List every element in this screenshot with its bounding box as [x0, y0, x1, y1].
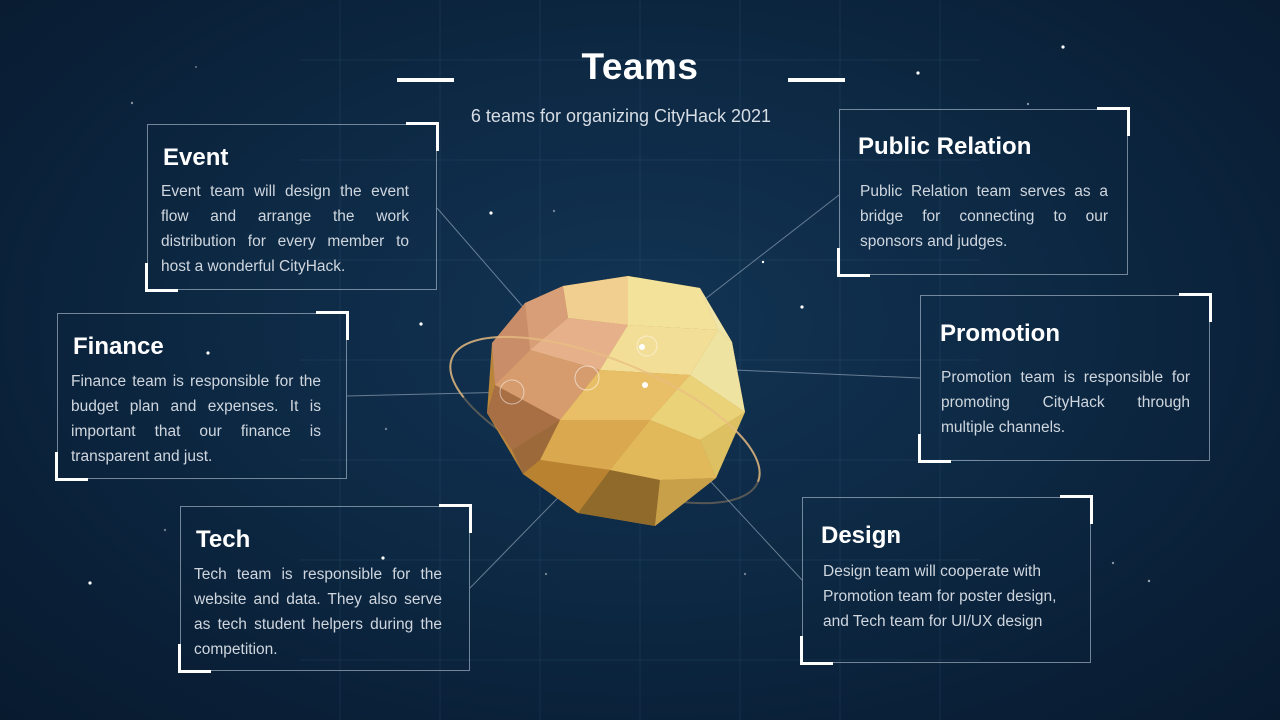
- team-name-tech: Tech: [196, 526, 251, 553]
- card-corner-accent: [800, 636, 833, 665]
- title-bar-right: [788, 78, 845, 82]
- team-card-design: Design Design team will cooperate with P…: [800, 495, 1093, 665]
- team-description-design: Design team will cooperate with Promotio…: [823, 563, 1057, 630]
- team-name-promotion: Promotion: [940, 320, 1060, 347]
- team-name-finance: Finance: [73, 333, 164, 360]
- card-corner-accent: [918, 434, 951, 463]
- team-name-design: Design: [821, 522, 902, 549]
- team-card-tech: Tech Tech team is responsible for the we…: [178, 504, 472, 673]
- card-corner-accent: [406, 122, 439, 151]
- card-corner-accent: [1060, 495, 1093, 524]
- card-corner-accent: [316, 311, 349, 340]
- page-subtitle: 6 teams for organizing CityHack 2021: [470, 106, 772, 126]
- card-corner-accent: [55, 452, 88, 481]
- team-card-event: Event Event team will design the event f…: [145, 122, 439, 292]
- orbit-ring-front: [449, 335, 761, 505]
- team-name-public-relation: Public Relation: [858, 133, 1032, 160]
- team-card-finance: Finance Finance team is responsible for …: [55, 311, 349, 481]
- team-name-event: Event: [163, 144, 229, 171]
- planet-illustration: [449, 276, 761, 526]
- team-description-finance: Finance team is responsible for the budg…: [71, 373, 321, 465]
- title-bar-left: [397, 78, 454, 82]
- team-card-public-relation: Public Relation Public Relation team ser…: [837, 107, 1130, 277]
- team-description-tech: Tech team is responsible for the website…: [194, 566, 442, 658]
- team-description-event: Event team will design the event flow an…: [161, 183, 409, 275]
- stars: [88, 45, 1151, 585]
- page-title: Teams: [581, 46, 699, 87]
- card-corner-accent: [439, 504, 472, 533]
- card-corner-accent: [1097, 107, 1130, 136]
- team-card-promotion: Promotion Promotion team is responsible …: [918, 293, 1212, 463]
- card-corner-accent: [178, 644, 211, 673]
- team-description-public-relation: Public Relation team serves as a bridge …: [860, 183, 1108, 250]
- team-description-promotion: Promotion team is responsible for promot…: [941, 369, 1190, 436]
- card-corner-accent: [1179, 293, 1212, 322]
- card-corner-accent: [837, 248, 870, 277]
- card-corner-accent: [145, 263, 178, 292]
